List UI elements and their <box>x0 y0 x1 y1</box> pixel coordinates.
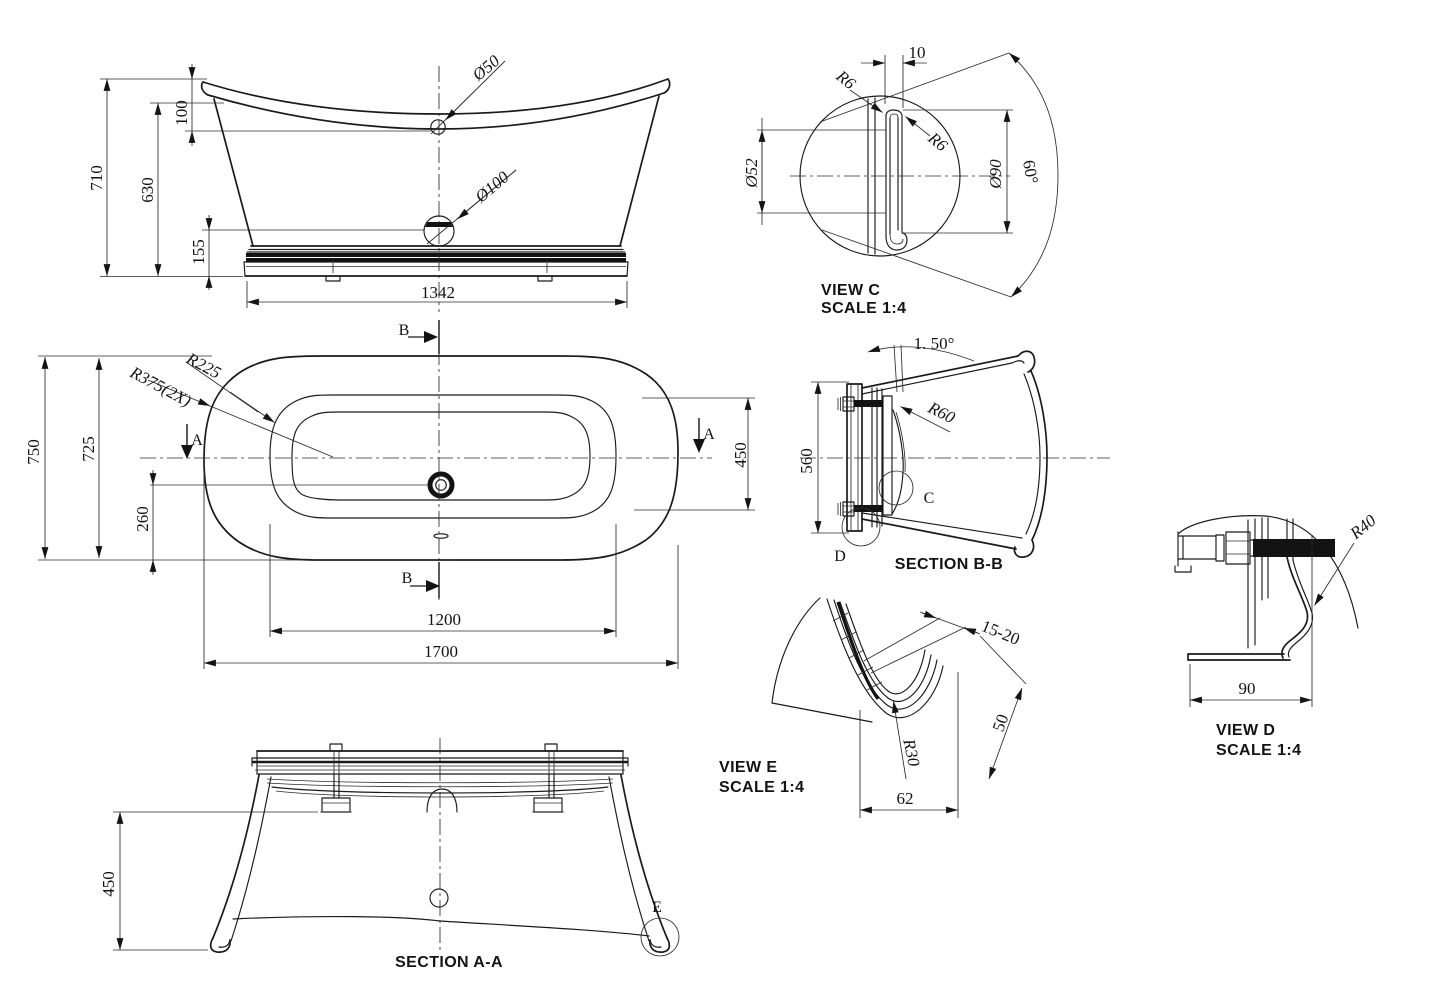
dim-450: 450 <box>731 442 750 468</box>
detail-e-label: E <box>652 899 662 916</box>
front-dimensions: 710 630 100 155 1342 Ø50 Ø100 <box>87 51 628 308</box>
dim-100: 100 <box>172 100 191 126</box>
plan-dimensions: 750 725 260 450 1200 1700 <box>24 355 755 669</box>
dim-r6-top: R6 <box>832 66 860 94</box>
plan-view: R225 R375(2X) A A B B <box>24 320 755 669</box>
view-c-dimensions: 10 R6 R6 Ø52 Ø90 60° <box>742 43 1042 234</box>
dim-15-20: 15-20 <box>979 616 1023 648</box>
dim-90: 90 <box>1239 679 1256 698</box>
view-e: 15-20 50 R30 62 VIEW E SCALE 1:4 <box>719 597 1027 818</box>
view-d-scale: SCALE 1:4 <box>1216 742 1301 759</box>
plan-centerlines <box>140 322 712 600</box>
dim-560: 560 <box>797 448 816 474</box>
section-a-left-label: A <box>191 432 203 449</box>
view-d-title: VIEW D <box>1216 722 1275 739</box>
view-d-wall-section <box>1187 517 1335 661</box>
detail-c-label: C <box>924 490 935 507</box>
view-c-fan <box>819 52 1059 298</box>
dim-710: 710 <box>87 165 106 191</box>
view-e-boundary <box>771 597 873 723</box>
dim-dia50: Ø50 <box>468 51 504 85</box>
plan-tub-outline <box>203 355 679 561</box>
section-aa-dimensions: 450 <box>99 811 318 951</box>
dim-r40: R40 <box>1346 511 1380 544</box>
dim-10: 10 <box>909 43 926 62</box>
view-d: R40 90 VIEW D SCALE 1:4 <box>1174 511 1380 759</box>
dim-r60: R60 <box>924 398 958 428</box>
section-a-right-label: A <box>703 426 715 443</box>
section-aa-view: E 450 SECTION A-A <box>99 738 680 971</box>
front-overflow-hole <box>430 60 506 135</box>
plan-drain <box>427 471 455 539</box>
dim-1-50deg: 1. 50° <box>914 334 955 353</box>
dim-630: 630 <box>138 177 157 203</box>
section-bb-title: SECTION B-B <box>895 556 1003 573</box>
view-c-scale: SCALE 1:4 <box>821 300 906 317</box>
front-elevation-view: 710 630 100 155 1342 Ø50 Ø100 <box>87 51 671 312</box>
dim-dia90: Ø90 <box>986 159 1005 190</box>
section-bb-outline <box>846 350 1048 558</box>
dim-1700: 1700 <box>424 642 458 661</box>
section-b-bottom-label: B <box>402 570 413 587</box>
front-drain-hole <box>423 169 517 247</box>
view-e-dimensions: 15-20 50 R30 62 <box>859 610 1027 818</box>
section-aa-title: SECTION A-A <box>395 954 503 971</box>
section-b-top-label: B <box>399 322 410 339</box>
section-bb-view: 1. 50° C D R60 560 SECTION B-B <box>797 334 1110 573</box>
dim-dia52: Ø52 <box>742 158 761 189</box>
plan-radius-leaders: R225 R375(2X) <box>126 348 334 458</box>
dim-r375: R375(2X) <box>126 362 194 410</box>
view-c-flange-section <box>757 97 1013 255</box>
view-c: 10 R6 R6 Ø52 Ø90 60° VIEW C SCALE 1:4 <box>742 43 1059 317</box>
dim-750: 750 <box>24 439 43 465</box>
front-tub-outline <box>200 78 671 282</box>
view-e-title: VIEW E <box>719 759 777 776</box>
dim-dia100: Ø100 <box>471 167 513 207</box>
dim-r6-bottom: R6 <box>924 128 952 156</box>
dim-50: 50 <box>989 712 1013 734</box>
section-bb-dimensions: 560 <box>797 381 849 534</box>
view-e-scale: SCALE 1:4 <box>719 779 804 796</box>
dim-r30: R30 <box>899 736 924 768</box>
dim-450-legs: 450 <box>99 871 118 897</box>
section-aa-detail-e: E <box>640 899 680 957</box>
dim-62: 62 <box>897 789 914 808</box>
dim-260: 260 <box>133 506 152 532</box>
detail-d-label: D <box>834 548 846 565</box>
dim-1200: 1200 <box>427 610 461 629</box>
detail-d-boundary-arc <box>1177 515 1359 629</box>
dim-1342: 1342 <box>421 283 455 302</box>
section-bb-bolts <box>837 396 883 517</box>
view-e-channel <box>826 598 944 719</box>
dim-725: 725 <box>79 436 98 462</box>
dim-60deg: 60° <box>1019 159 1042 186</box>
view-d-bracket <box>1174 531 1259 573</box>
section-bb-taper: 1. 50° <box>867 334 975 393</box>
plan-section-markers: A A B B <box>181 320 715 598</box>
dim-r225: R225 <box>183 348 224 382</box>
view-c-title: VIEW C <box>821 282 880 299</box>
dim-155: 155 <box>189 239 208 265</box>
